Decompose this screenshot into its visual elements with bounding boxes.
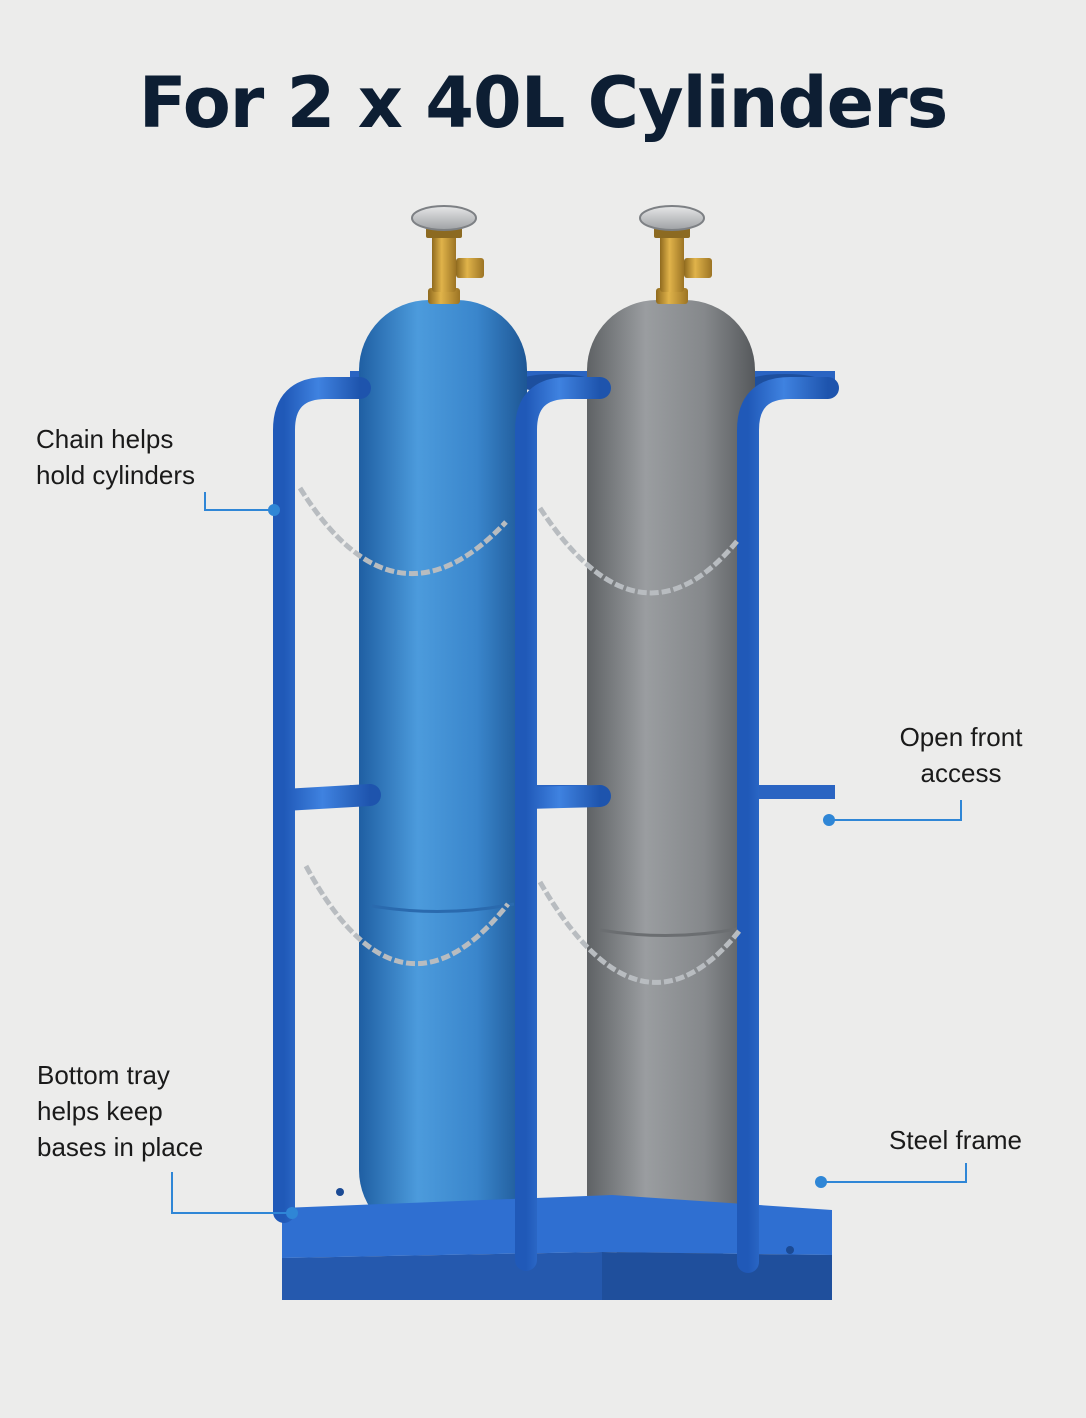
page-title: For 2 x 40L Cylinders [138, 62, 949, 144]
callout-open-front-line-2: access [920, 758, 1002, 788]
blue-cylinder-valve [411, 205, 484, 304]
bottom-tray [282, 1188, 832, 1300]
callout-open-front-line-1: Open front [899, 722, 1023, 752]
chain-upper-left [297, 486, 508, 577]
chain-lower-right [537, 880, 742, 985]
callout-steel-frame: Steel frame [889, 1122, 1022, 1158]
chain-upper-right [537, 506, 740, 596]
callout-bottom-tray-line-1: Bottom tray [37, 1060, 170, 1090]
blue-cylinder [359, 300, 527, 1240]
chains [297, 486, 742, 985]
gray-cylinder-valve [639, 205, 712, 304]
callout-chain: Chain helps hold cylinders [36, 421, 195, 493]
callout-bottom-tray: Bottom tray helps keep bases in place [37, 1057, 203, 1165]
callout-bottom-tray-line-2: helps keep [37, 1096, 163, 1126]
gray-cylinder [587, 300, 755, 1265]
callout-open-front: Open front access [890, 719, 1032, 791]
callout-steel-frame-line-1: Steel frame [889, 1125, 1022, 1155]
frame-front [273, 377, 839, 1273]
callout-chain-line-1: Chain helps [36, 424, 174, 454]
callout-lines [171, 492, 967, 1214]
callout-chain-line-2: hold cylinders [36, 460, 195, 490]
callout-dots [268, 504, 835, 1219]
callout-bottom-tray-line-3: bases in place [37, 1132, 204, 1162]
